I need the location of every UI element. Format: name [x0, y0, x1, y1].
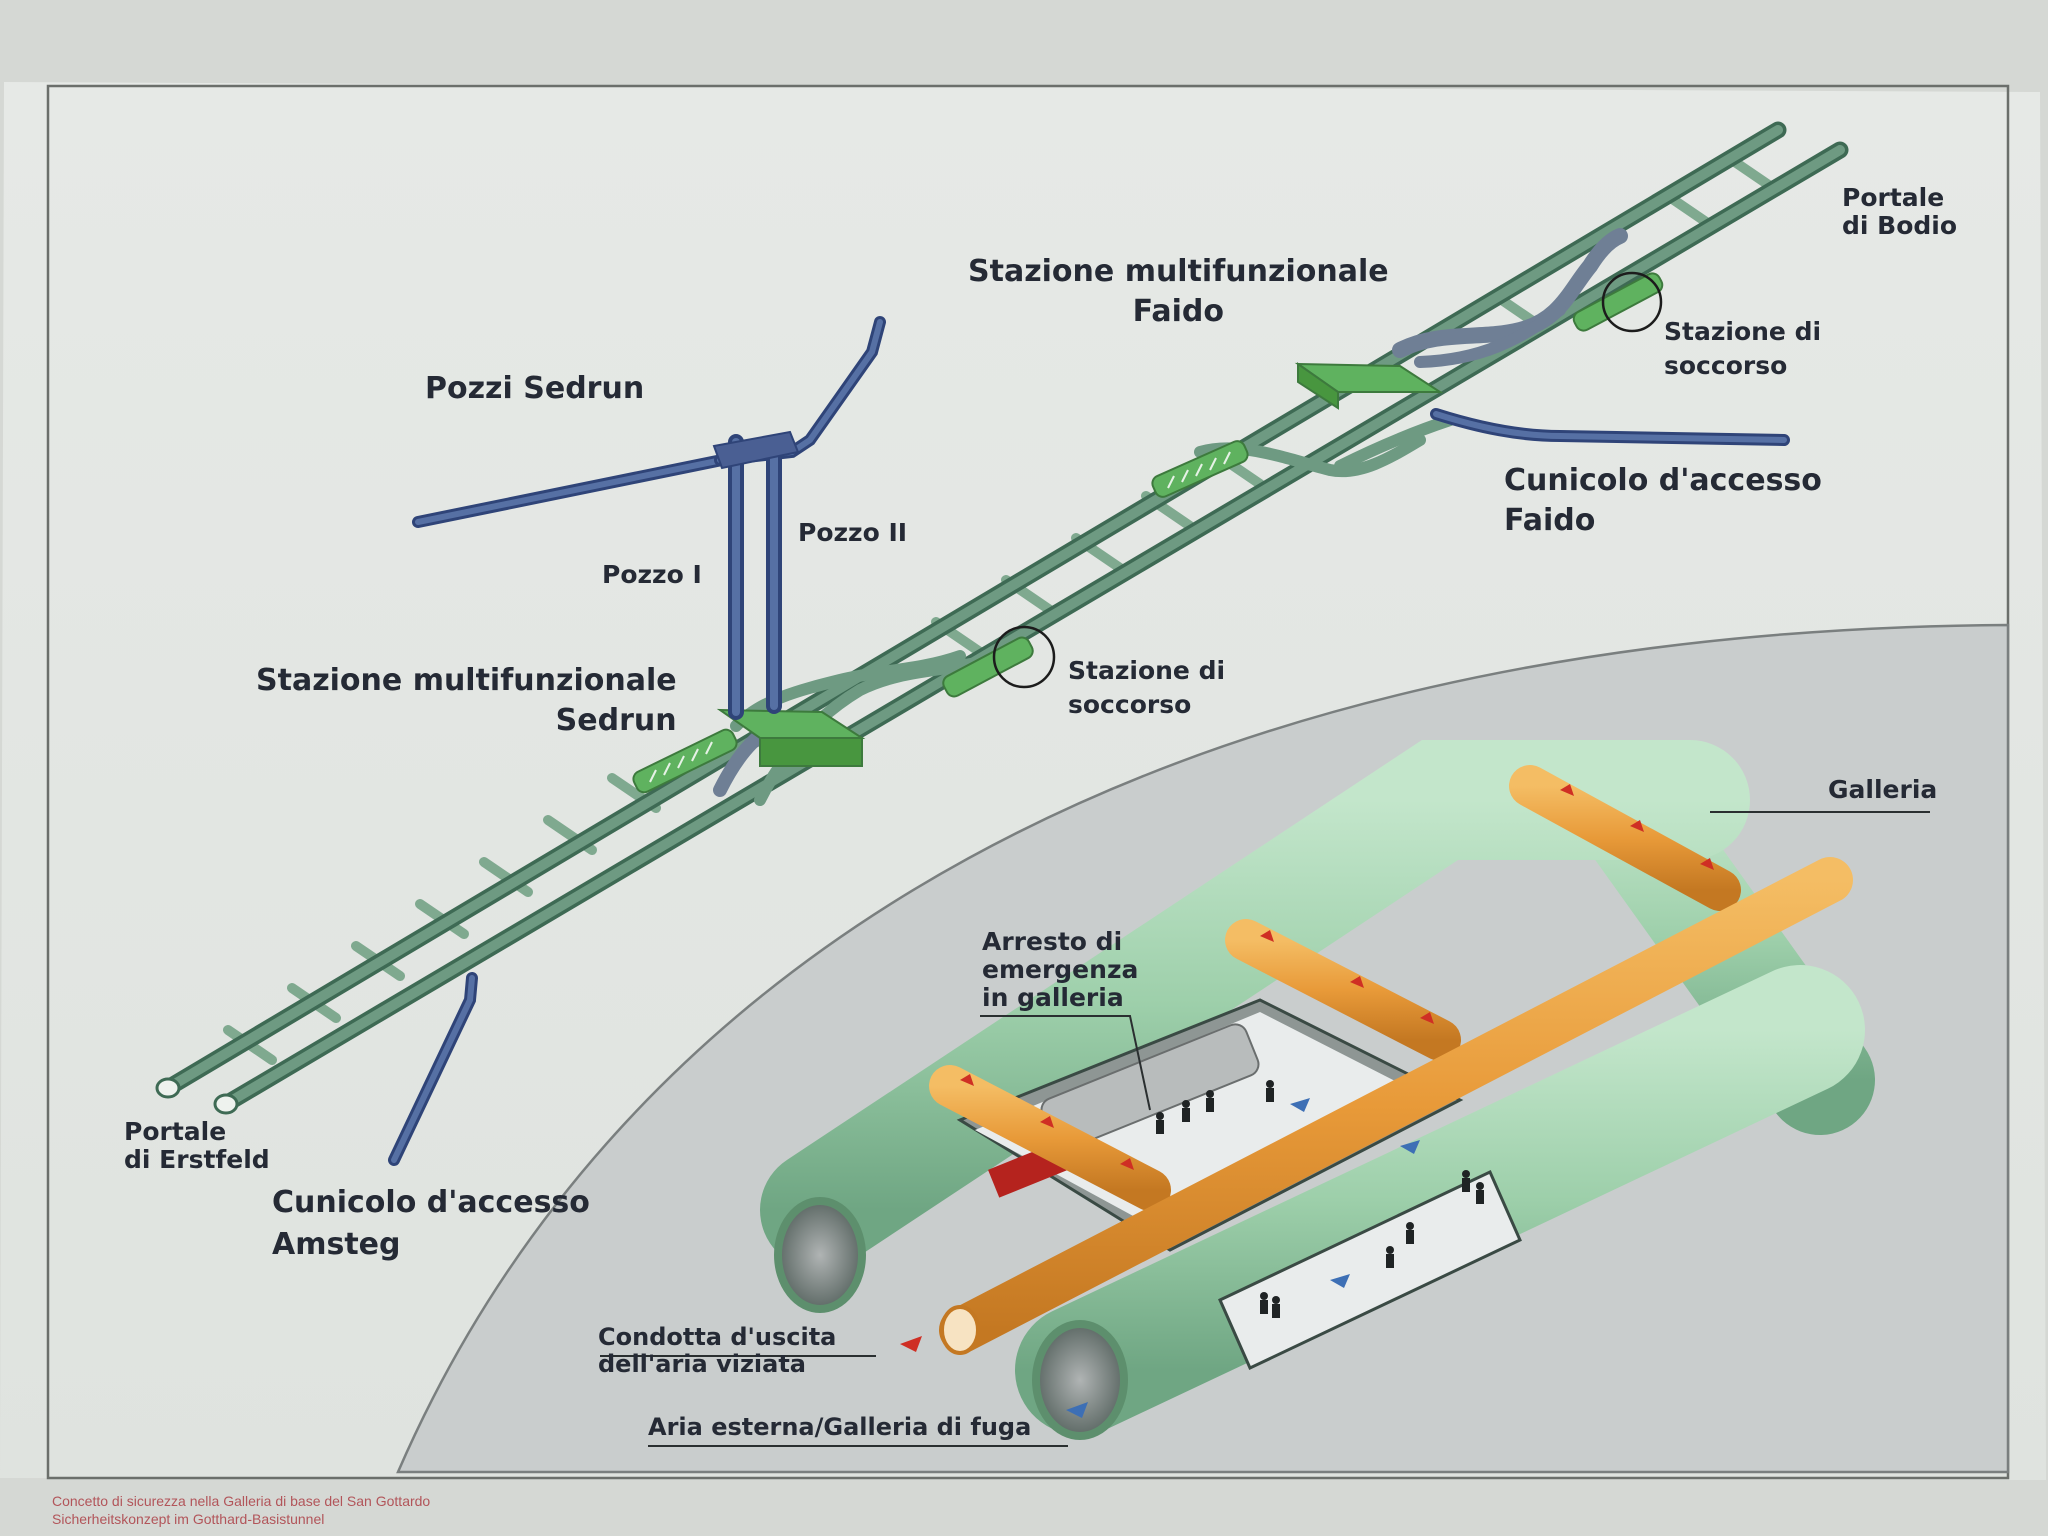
- label-arresto-emergenza: Arresto di emergenza in galleria: [982, 927, 1139, 1012]
- portal-opening: [213, 1093, 239, 1115]
- exhaust-branch: [1225, 919, 1461, 1061]
- leader-lines: [600, 811, 1930, 1447]
- amsteg-access-tunnel: [388, 972, 478, 1166]
- label-aria-esterna: Aria esterna/Galleria di fuga: [648, 1413, 1032, 1441]
- label-stazione-faido: Stazione multifunzionale Faido: [968, 254, 1389, 329]
- label-condotta: Condotta d'uscita dell'aria viziata: [598, 1323, 837, 1378]
- portal-opening: [155, 1077, 181, 1099]
- label-pozzo-2: Pozzo II: [798, 518, 908, 547]
- label-soccorso-sedrun: Stazione di soccorso: [1068, 656, 1226, 719]
- label-pozzi-sedrun: Pozzi Sedrun: [425, 371, 645, 406]
- label-soccorso-faido: Stazione di soccorso: [1664, 317, 1822, 380]
- poster-caption: Concetto di sicurezza nella Galleria di …: [52, 1493, 431, 1528]
- fresh-air-in-arrow: [1066, 1402, 1088, 1418]
- label-stazione-sedrun: Stazione multifunzionale Sedrun: [256, 663, 677, 738]
- label-cunicolo-faido: Cunicolo d'accesso Faido: [1504, 463, 1822, 538]
- sedrun-station: [632, 650, 996, 806]
- faido-station: [1151, 228, 1628, 498]
- tube-opening: [1032, 1320, 1128, 1440]
- tube-west-highlight: [163, 125, 1783, 1093]
- sedrun-rescue-station: [942, 625, 1056, 698]
- sedrun-shafts: [412, 316, 886, 720]
- tube-east-highlight: [221, 145, 1845, 1109]
- label-galleria: Galleria: [1828, 775, 1938, 804]
- detail-illustration: [760, 740, 1875, 1440]
- main-tunnels: [155, 121, 1849, 1115]
- escape-tube-cutaway: [1218, 1169, 1522, 1371]
- exhaust-branch: [1509, 765, 1741, 911]
- label-portale-erstfeld: Portale di Erstfeld: [124, 1117, 270, 1174]
- faido-rescue-station: [1572, 271, 1664, 333]
- exhaust-branch: [929, 1065, 1171, 1211]
- duct-opening: [940, 1305, 980, 1355]
- faido-access-tunnel: [1430, 408, 1790, 446]
- exhaust-main-duct: [939, 857, 1853, 1353]
- label-cunicolo-amsteg: Cunicolo d'accesso Amsteg: [272, 1185, 590, 1262]
- label-portale-bodio: Portale di Bodio: [1842, 183, 1958, 240]
- tube-opening: [774, 1197, 866, 1313]
- exhaust-out-arrow: [900, 1336, 922, 1352]
- label-pozzo-1: Pozzo I: [602, 560, 702, 589]
